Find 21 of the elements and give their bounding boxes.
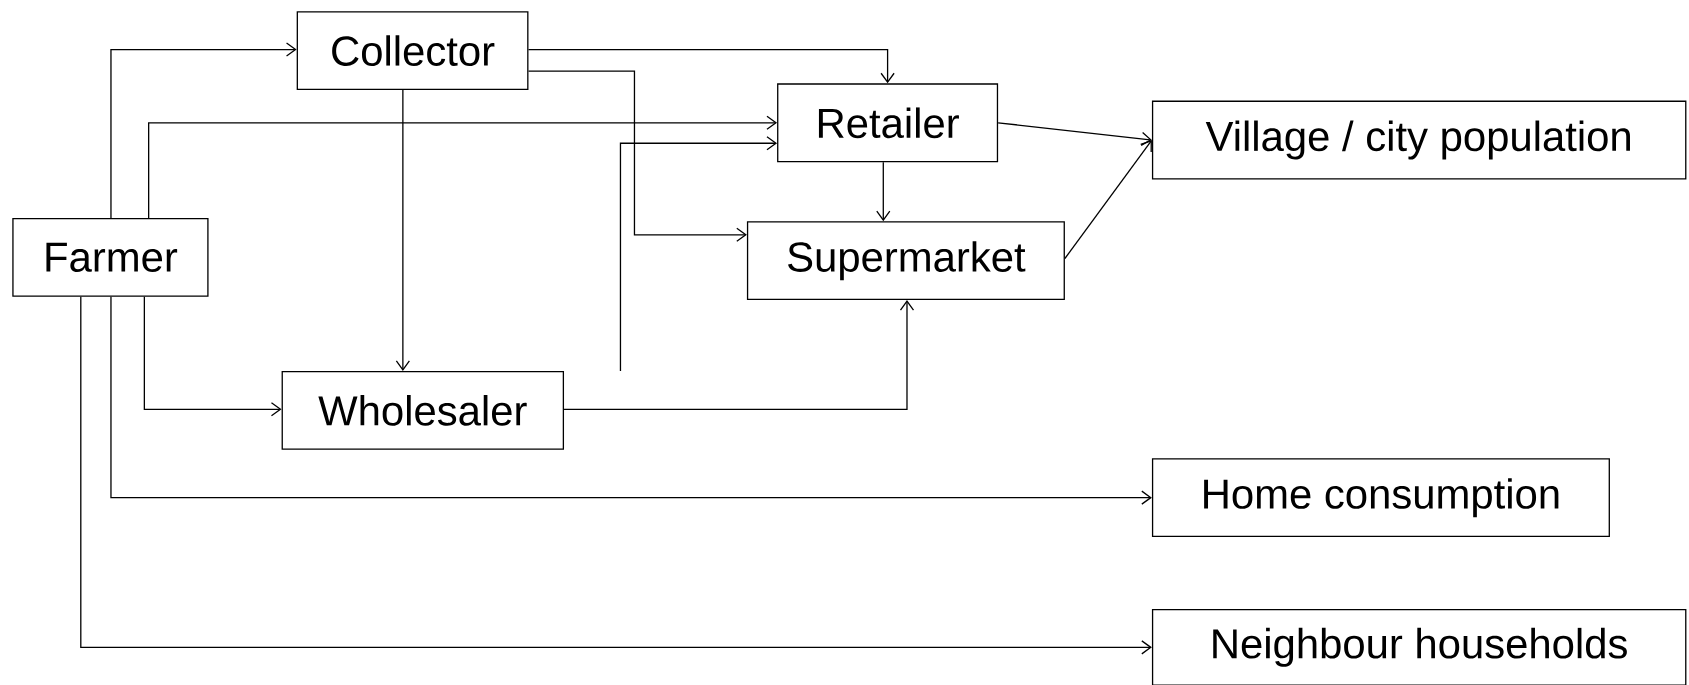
process-box: Village / city population (1151, 100, 1687, 180)
process-box: Supermarket (746, 221, 1065, 301)
arrow (563, 300, 915, 410)
process-box: Collector (296, 11, 529, 91)
process-box: Wholesaler (281, 370, 565, 450)
process-box: Retailer (777, 83, 999, 163)
process-box: Farmer (12, 218, 209, 297)
arrow (619, 136, 778, 372)
process-box: Home consumption (1151, 458, 1610, 538)
arrow (876, 161, 891, 222)
arrow (110, 296, 1152, 505)
arrow (527, 70, 747, 242)
arrow (527, 48, 895, 84)
arrow (997, 122, 1152, 146)
process-box: Neighbour households (1151, 609, 1687, 685)
arrow (110, 42, 297, 219)
arrow (143, 296, 282, 417)
arrow (1064, 140, 1152, 260)
arrow (395, 89, 410, 371)
arrow (148, 115, 778, 219)
arrow (80, 296, 1152, 655)
